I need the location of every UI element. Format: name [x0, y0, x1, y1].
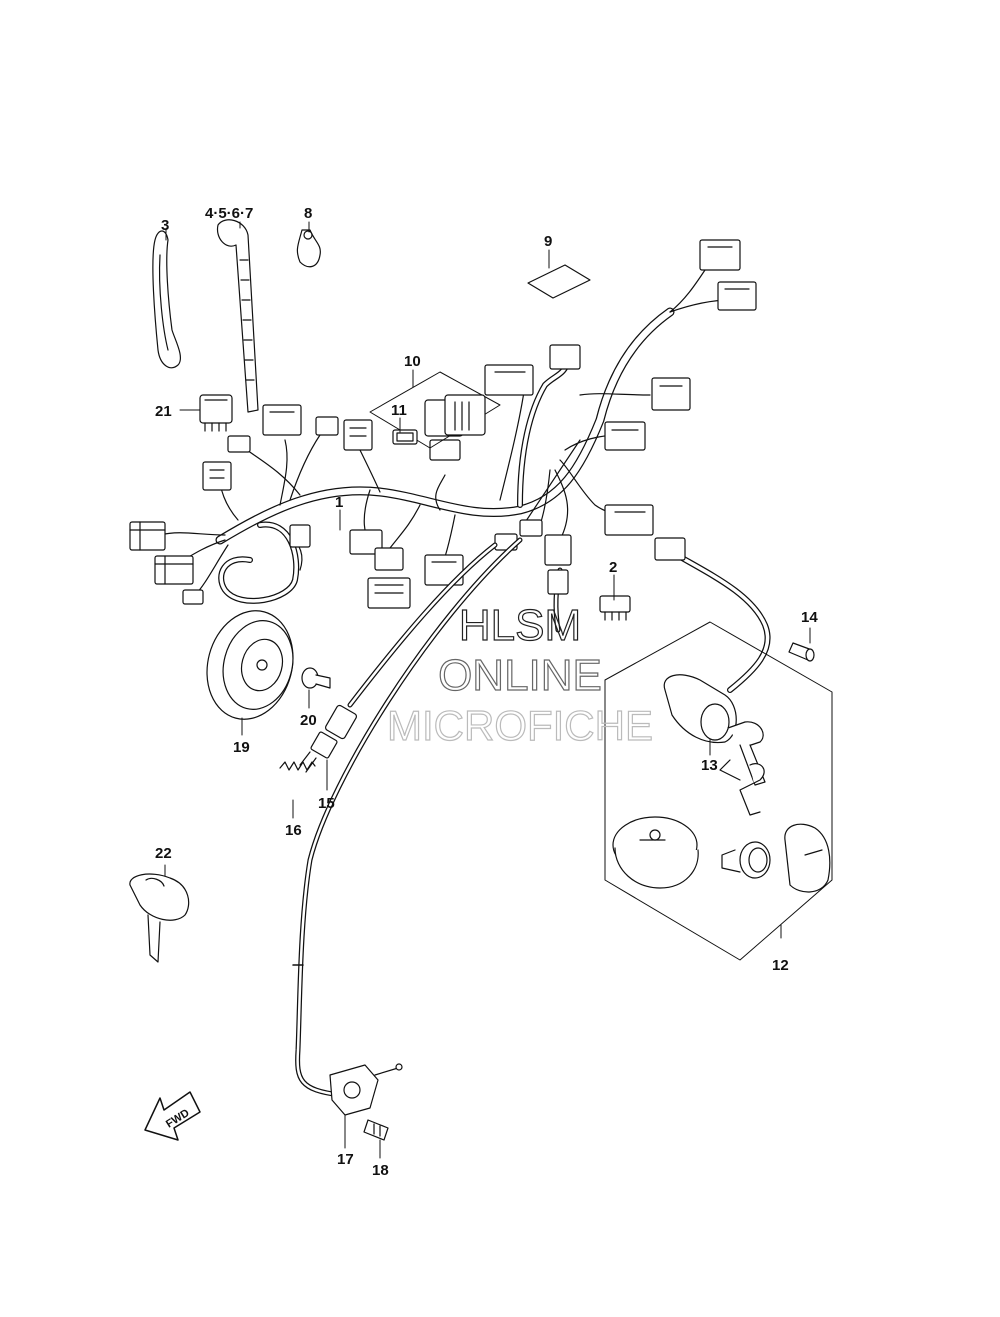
- part-10-relay-box[interactable]: [369, 371, 501, 449]
- part-20-bolt[interactable]: [301, 667, 331, 689]
- part-13-ignition-switch[interactable]: [663, 674, 766, 816]
- callout-3: 3: [161, 217, 169, 234]
- callout-15: 15: [318, 795, 335, 812]
- callout-1: 1: [335, 494, 343, 511]
- callout-4-5-6-7: 4·5·6·7: [205, 205, 253, 222]
- watermark-line-2: ONLINE: [438, 651, 602, 700]
- harness-connectors: [129, 239, 757, 609]
- callout-12: 12: [772, 957, 789, 974]
- callout-11: 11: [391, 402, 407, 419]
- watermark-line-3: MICROFICHE: [387, 702, 653, 749]
- callout-20: 20: [300, 712, 317, 729]
- callout-9: 9: [544, 233, 552, 250]
- callout-2: 2: [609, 559, 617, 576]
- part-3-clamp[interactable]: [152, 230, 182, 369]
- callout-13: 13: [701, 757, 718, 774]
- part-2-fuse[interactable]: [599, 595, 631, 621]
- part-16-spring[interactable]: [279, 761, 316, 771]
- callout-labels: 1 2 3 4·5·6·7 8 9 10 11 12 13 14 15 16 1…: [155, 205, 818, 1179]
- callout-19: 19: [233, 739, 250, 756]
- part-19-horn[interactable]: [195, 601, 305, 729]
- part-14-screw[interactable]: [788, 642, 815, 662]
- rear-brake-cable: [292, 537, 523, 1098]
- part-12-lock-set[interactable]: [604, 621, 833, 961]
- part-9-label[interactable]: [527, 264, 591, 299]
- part-11-fuse[interactable]: [392, 429, 418, 445]
- part-17-rear-brake-switch[interactable]: [329, 1063, 403, 1116]
- callout-14: 14: [801, 609, 818, 626]
- part-22-key[interactable]: [129, 873, 190, 963]
- callout-10: 10: [404, 353, 421, 370]
- leader-lines: [164, 221, 811, 1159]
- callout-17: 17: [337, 1151, 354, 1168]
- callout-8: 8: [304, 205, 312, 222]
- part-4-7-cable-tie[interactable]: [216, 219, 259, 413]
- part-8-clamp[interactable]: [296, 229, 321, 268]
- part-18-bolt[interactable]: [363, 1119, 389, 1141]
- callout-21: 21: [155, 403, 172, 420]
- part-21-relay[interactable]: [199, 394, 233, 432]
- callout-18: 18: [372, 1162, 389, 1179]
- watermark: HLSM ONLINE MICROFICHE: [386, 600, 653, 749]
- part-15-stop-switch[interactable]: [299, 542, 498, 773]
- fwd-arrow-icon: [144, 1091, 201, 1141]
- callout-16: 16: [285, 822, 302, 839]
- watermark-line-1: HLSM: [459, 601, 581, 650]
- callout-22: 22: [155, 845, 172, 862]
